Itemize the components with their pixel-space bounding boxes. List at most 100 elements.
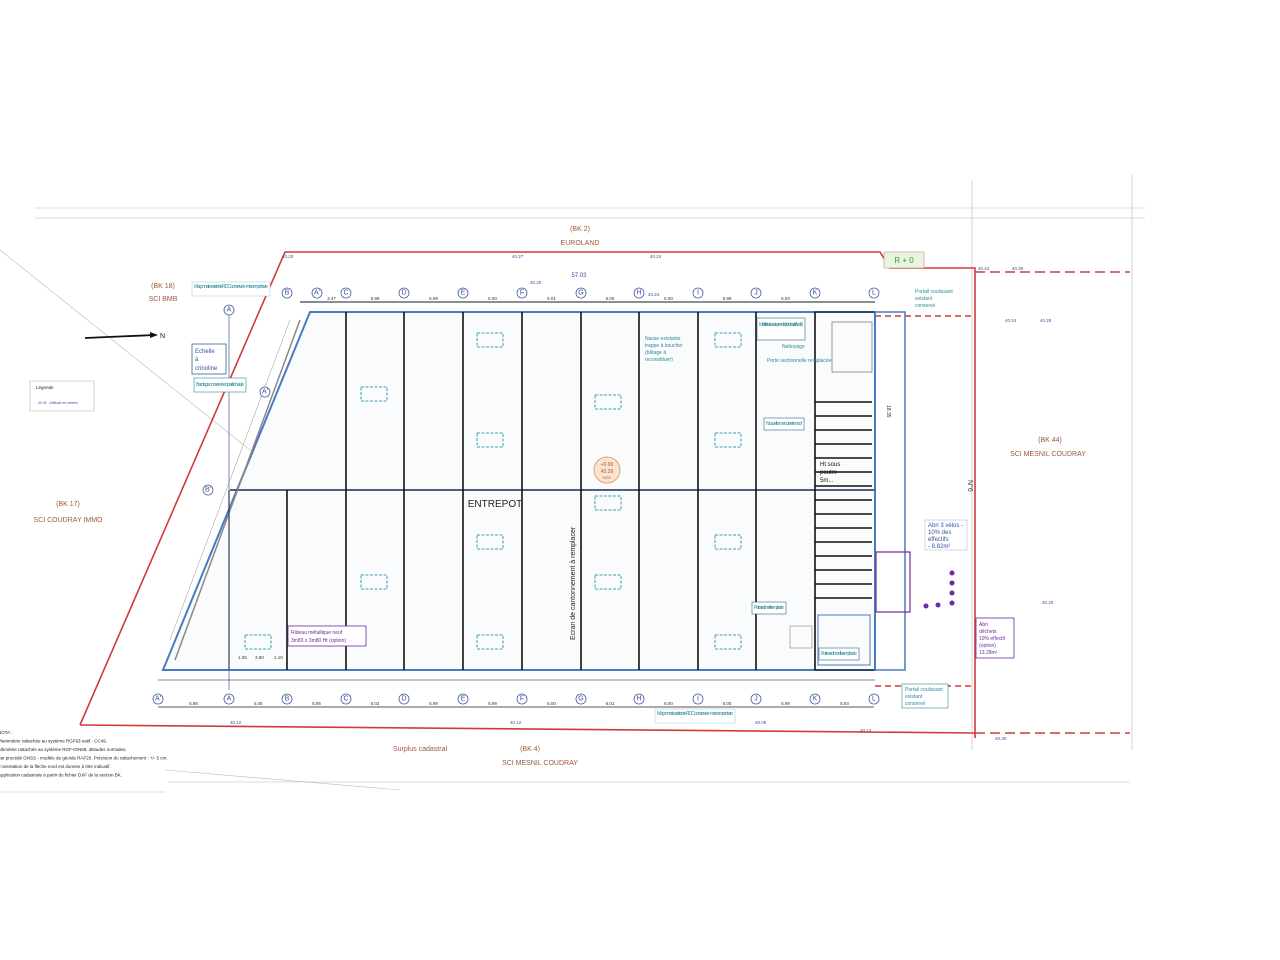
axis-marker xyxy=(868,287,880,299)
svg-text:Rideau métallique neuf: Rideau métallique neuf xyxy=(291,630,343,636)
axis-marker xyxy=(281,693,293,705)
dimension-value: 3.47 xyxy=(327,296,336,301)
axis-marker xyxy=(868,693,880,705)
skylight-icon xyxy=(594,574,622,590)
structural-columns xyxy=(228,312,816,670)
axis-marker xyxy=(633,693,645,705)
axis-label: H xyxy=(636,696,641,703)
svg-text:Abri: Abri xyxy=(979,622,988,628)
svg-text:+0.00: +0.00 xyxy=(601,462,614,468)
axis-label: C xyxy=(343,696,348,703)
altitude-point: 40.12 xyxy=(230,720,242,725)
svg-text:- 8.82m²: - 8.82m² xyxy=(928,544,950,550)
svg-text:Surplus cadastral: Surplus cadastral xyxy=(393,746,448,753)
svg-text:Nouvelle menuiserie neuf: Nouvelle menuiserie neuf xyxy=(766,421,803,427)
svg-text:SCI BMB: SCI BMB xyxy=(149,296,178,303)
dimension-value: 6.00 xyxy=(723,701,732,706)
svg-text:Abri 3 vélos -: Abri 3 vélos - xyxy=(928,523,963,529)
axis-label: A xyxy=(227,696,232,703)
svg-text:à: à xyxy=(195,357,199,363)
altitude-point: 40.25 xyxy=(530,280,542,285)
axis-marker xyxy=(340,287,352,299)
altitude-point: 40.27 xyxy=(512,254,524,259)
skylight-icon xyxy=(476,332,504,348)
axis-marker xyxy=(398,693,410,705)
skylight-icon xyxy=(714,332,742,348)
axis-label: D xyxy=(401,290,406,297)
svg-text:(option): (option) xyxy=(979,643,996,649)
dimension-value: 5.96 xyxy=(189,701,198,706)
dimension-value: 6.02 xyxy=(371,701,380,706)
svg-text:conservé: conservé xyxy=(905,701,926,707)
svg-text:(BK 2): (BK 2) xyxy=(570,226,590,233)
svg-text:existant: existant xyxy=(905,694,923,700)
svg-text:Maçonnerie existante RDC conse: Maçonnerie existante RDC conservée - mis… xyxy=(657,711,733,717)
svg-text:(BK 4): (BK 4) xyxy=(520,746,540,753)
axis-label: H xyxy=(636,290,641,297)
svg-text:13.28m²: 13.28m² xyxy=(979,650,998,656)
axis-marker xyxy=(340,693,352,705)
axis-label: J xyxy=(754,696,758,703)
svg-text:reconstituer): reconstituer) xyxy=(645,357,673,363)
altitude-point: 40.30 xyxy=(1012,266,1024,271)
svg-text:(bâtage à: (bâtage à xyxy=(645,350,666,356)
axis-label: G xyxy=(578,290,583,297)
svg-text:A: A xyxy=(227,307,232,314)
svg-text:Porte sectionnelle remplacée: Porte sectionnelle remplacée xyxy=(754,605,784,611)
note-line: NOTA : xyxy=(0,730,12,735)
svg-text:NGF: NGF xyxy=(603,475,612,480)
building-name: ENTREPOT xyxy=(468,499,522,510)
axis-marker xyxy=(457,693,469,705)
grid-axes-left: A B' A' xyxy=(202,304,271,690)
altitude-point: 40.44 xyxy=(978,266,990,271)
axis-marker xyxy=(633,287,645,299)
dimension-value: 5.93 xyxy=(840,701,849,706)
altitude-point: 40.24 xyxy=(648,292,660,297)
skylight-icon xyxy=(360,386,388,402)
axis-marker xyxy=(398,287,410,299)
note-line: Planimétrie rattachée au système RGF93 n… xyxy=(0,739,107,744)
svg-text:crinoline: crinoline xyxy=(195,366,218,372)
skylight-icon xyxy=(476,432,504,448)
altitude-point: 40.20 xyxy=(1042,600,1054,605)
svg-text:conservé: conservé xyxy=(915,303,936,309)
axis-marker xyxy=(575,693,587,705)
axis-label: J xyxy=(754,290,758,297)
svg-text:(BK 17): (BK 17) xyxy=(56,501,80,508)
overall-dimension: 57.03 xyxy=(571,273,587,279)
svg-text:SCI MESNIL COUDRAY: SCI MESNIL COUDRAY xyxy=(502,760,578,767)
svg-text:10% effectif: 10% effectif xyxy=(979,636,1006,642)
reference-lines xyxy=(0,175,1145,793)
door-dimension: 3.60 xyxy=(255,655,264,660)
axis-label: L xyxy=(872,696,876,703)
axis-label: A' xyxy=(155,696,161,703)
axis-marker xyxy=(692,287,704,299)
dimension-value: 5.95 xyxy=(312,701,321,706)
svg-text:B': B' xyxy=(205,487,211,494)
svg-text:déchets: déchets xyxy=(979,629,997,635)
axis-label: D xyxy=(401,696,406,703)
altitude-point: 40.28 xyxy=(1040,318,1052,323)
dimension-value: 6.01 xyxy=(547,296,556,301)
dimension-value: 5.99 xyxy=(371,296,380,301)
axis-marker xyxy=(750,287,762,299)
svg-text:Porte sectionnelle remplacée: Porte sectionnelle remplacée xyxy=(767,358,832,364)
axis-label: C xyxy=(343,290,348,297)
dimension-value: 5.99 xyxy=(781,701,790,706)
axis-label: E xyxy=(461,290,466,297)
svg-text:43.28: 43.28 xyxy=(601,469,614,475)
altitude-point: 40.12 xyxy=(860,728,872,733)
svg-text:N: N xyxy=(160,333,165,340)
dimension-value: 5.99 xyxy=(723,296,732,301)
dimension-value: 6.00 xyxy=(664,296,673,301)
svg-text:trappe à boucher: trappe à boucher xyxy=(645,343,683,349)
note-line: L'orientation de la flèche nord est donn… xyxy=(0,764,111,769)
axis-label: K xyxy=(813,290,818,297)
svg-text:existant: existant xyxy=(915,296,933,302)
skylight-icon xyxy=(594,495,622,511)
svg-text:Echelle: Echelle xyxy=(195,349,215,355)
axis-marker xyxy=(809,693,821,705)
